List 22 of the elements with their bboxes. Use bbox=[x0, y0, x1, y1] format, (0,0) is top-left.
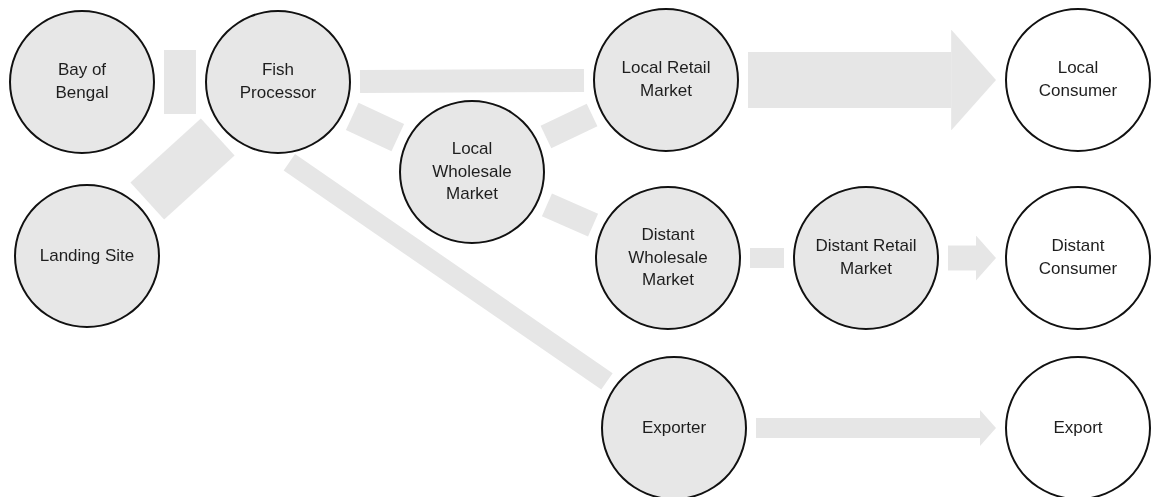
flow-band bbox=[540, 103, 598, 149]
flow-band bbox=[750, 248, 784, 268]
stage-label: Fish Processor bbox=[238, 59, 318, 104]
flow-band bbox=[130, 118, 235, 220]
stage-label: Bay of Bengal bbox=[54, 59, 110, 104]
flow-arrow bbox=[756, 410, 996, 446]
flow-band bbox=[541, 193, 599, 237]
flow-band bbox=[359, 68, 585, 94]
flow-arrow bbox=[948, 235, 996, 281]
stage-label: Landing Site bbox=[39, 244, 135, 267]
stage-label: Distant Consumer bbox=[1037, 235, 1119, 280]
stage-label: Distant Wholesale Market bbox=[627, 223, 709, 292]
stage-label: Local Wholesale Market bbox=[431, 137, 513, 206]
flow-band bbox=[345, 102, 405, 152]
stage-label: Distant Retail Market bbox=[814, 235, 918, 280]
flow-band bbox=[164, 50, 196, 114]
stage-label: Local Retail Market bbox=[620, 57, 712, 102]
stage-label: Local Consumer bbox=[1037, 57, 1119, 102]
stage-label: Exporter bbox=[641, 416, 707, 439]
stage-label: Export bbox=[1053, 416, 1103, 439]
flow-band bbox=[283, 154, 613, 390]
flow-arrow bbox=[748, 29, 996, 131]
